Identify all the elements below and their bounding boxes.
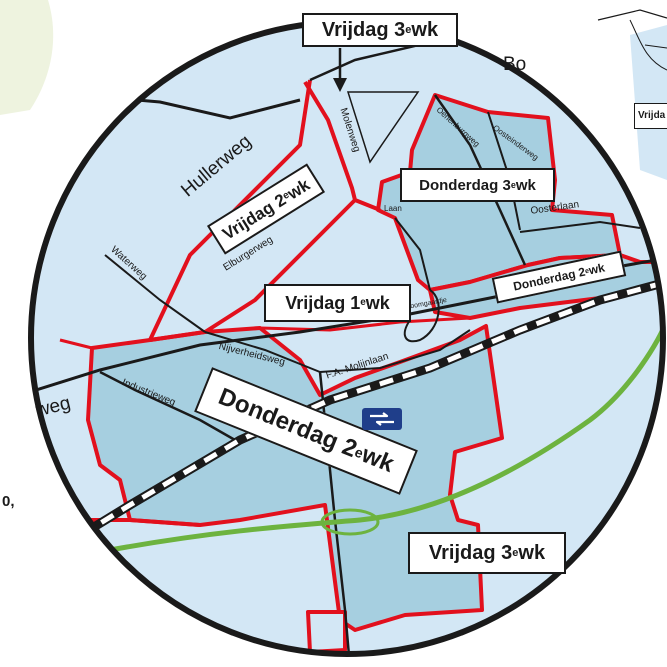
- road-nijverheidsweg: [204, 331, 321, 373]
- edge-text-left: 0,: [2, 493, 15, 510]
- label-day: Vrijdag 3: [321, 19, 406, 41]
- train-station-icon: [362, 408, 402, 430]
- railway-dashes: [38, 279, 663, 563]
- street-label-bo-partial: Bo: [503, 54, 527, 75]
- label-wk: wk: [411, 19, 439, 41]
- label-day: Vrijdag 1: [285, 293, 361, 313]
- label-wk: wk: [587, 260, 607, 278]
- road-industrieweg: [99, 370, 236, 442]
- label-wk: wk: [515, 176, 536, 194]
- edge-box-right-text: Vrijda: [638, 110, 666, 121]
- label-wk: wk: [518, 542, 546, 564]
- road-molijnlaan: [319, 329, 471, 373]
- water-area-top-right: [630, 25, 667, 180]
- road-top-right-3: [644, 44, 667, 49]
- train-station-symbol: [370, 412, 394, 426]
- road-oosterlaan: [519, 220, 641, 233]
- boundary-molenweg: [303, 80, 381, 212]
- road-waterweg: [104, 254, 206, 333]
- boundary-vrijdag-2e: [148, 79, 312, 341]
- arrow-head: [333, 78, 347, 92]
- land-area-top-left: [0, 0, 54, 115]
- edge-box-right: Vrijda: [634, 103, 667, 129]
- label-sup: e: [405, 23, 412, 36]
- street-label-laan: Laan: [384, 204, 402, 213]
- highway-a28: [109, 319, 663, 553]
- road-top-right: [597, 9, 667, 21]
- label-sup: e: [510, 179, 516, 190]
- label-day: Vrijdag 3: [428, 542, 513, 564]
- zone-bottom-small: [306, 610, 347, 654]
- boundary-elburgerweg: [149, 198, 357, 342]
- label-wk: wk: [365, 293, 390, 313]
- road-top-right-2: [629, 19, 667, 71]
- road-laan: [394, 217, 431, 291]
- label-sup: e: [360, 297, 366, 308]
- boundary-rail-north: [204, 316, 471, 334]
- label-wk: wk: [357, 440, 398, 478]
- label-sup: e: [512, 546, 519, 559]
- boundary-left: [59, 338, 93, 350]
- label-day: Donderdag 3: [419, 176, 511, 194]
- highway-interchange: [320, 508, 380, 536]
- molenweg-triangle: [346, 91, 420, 164]
- road-loop-east: [403, 289, 440, 343]
